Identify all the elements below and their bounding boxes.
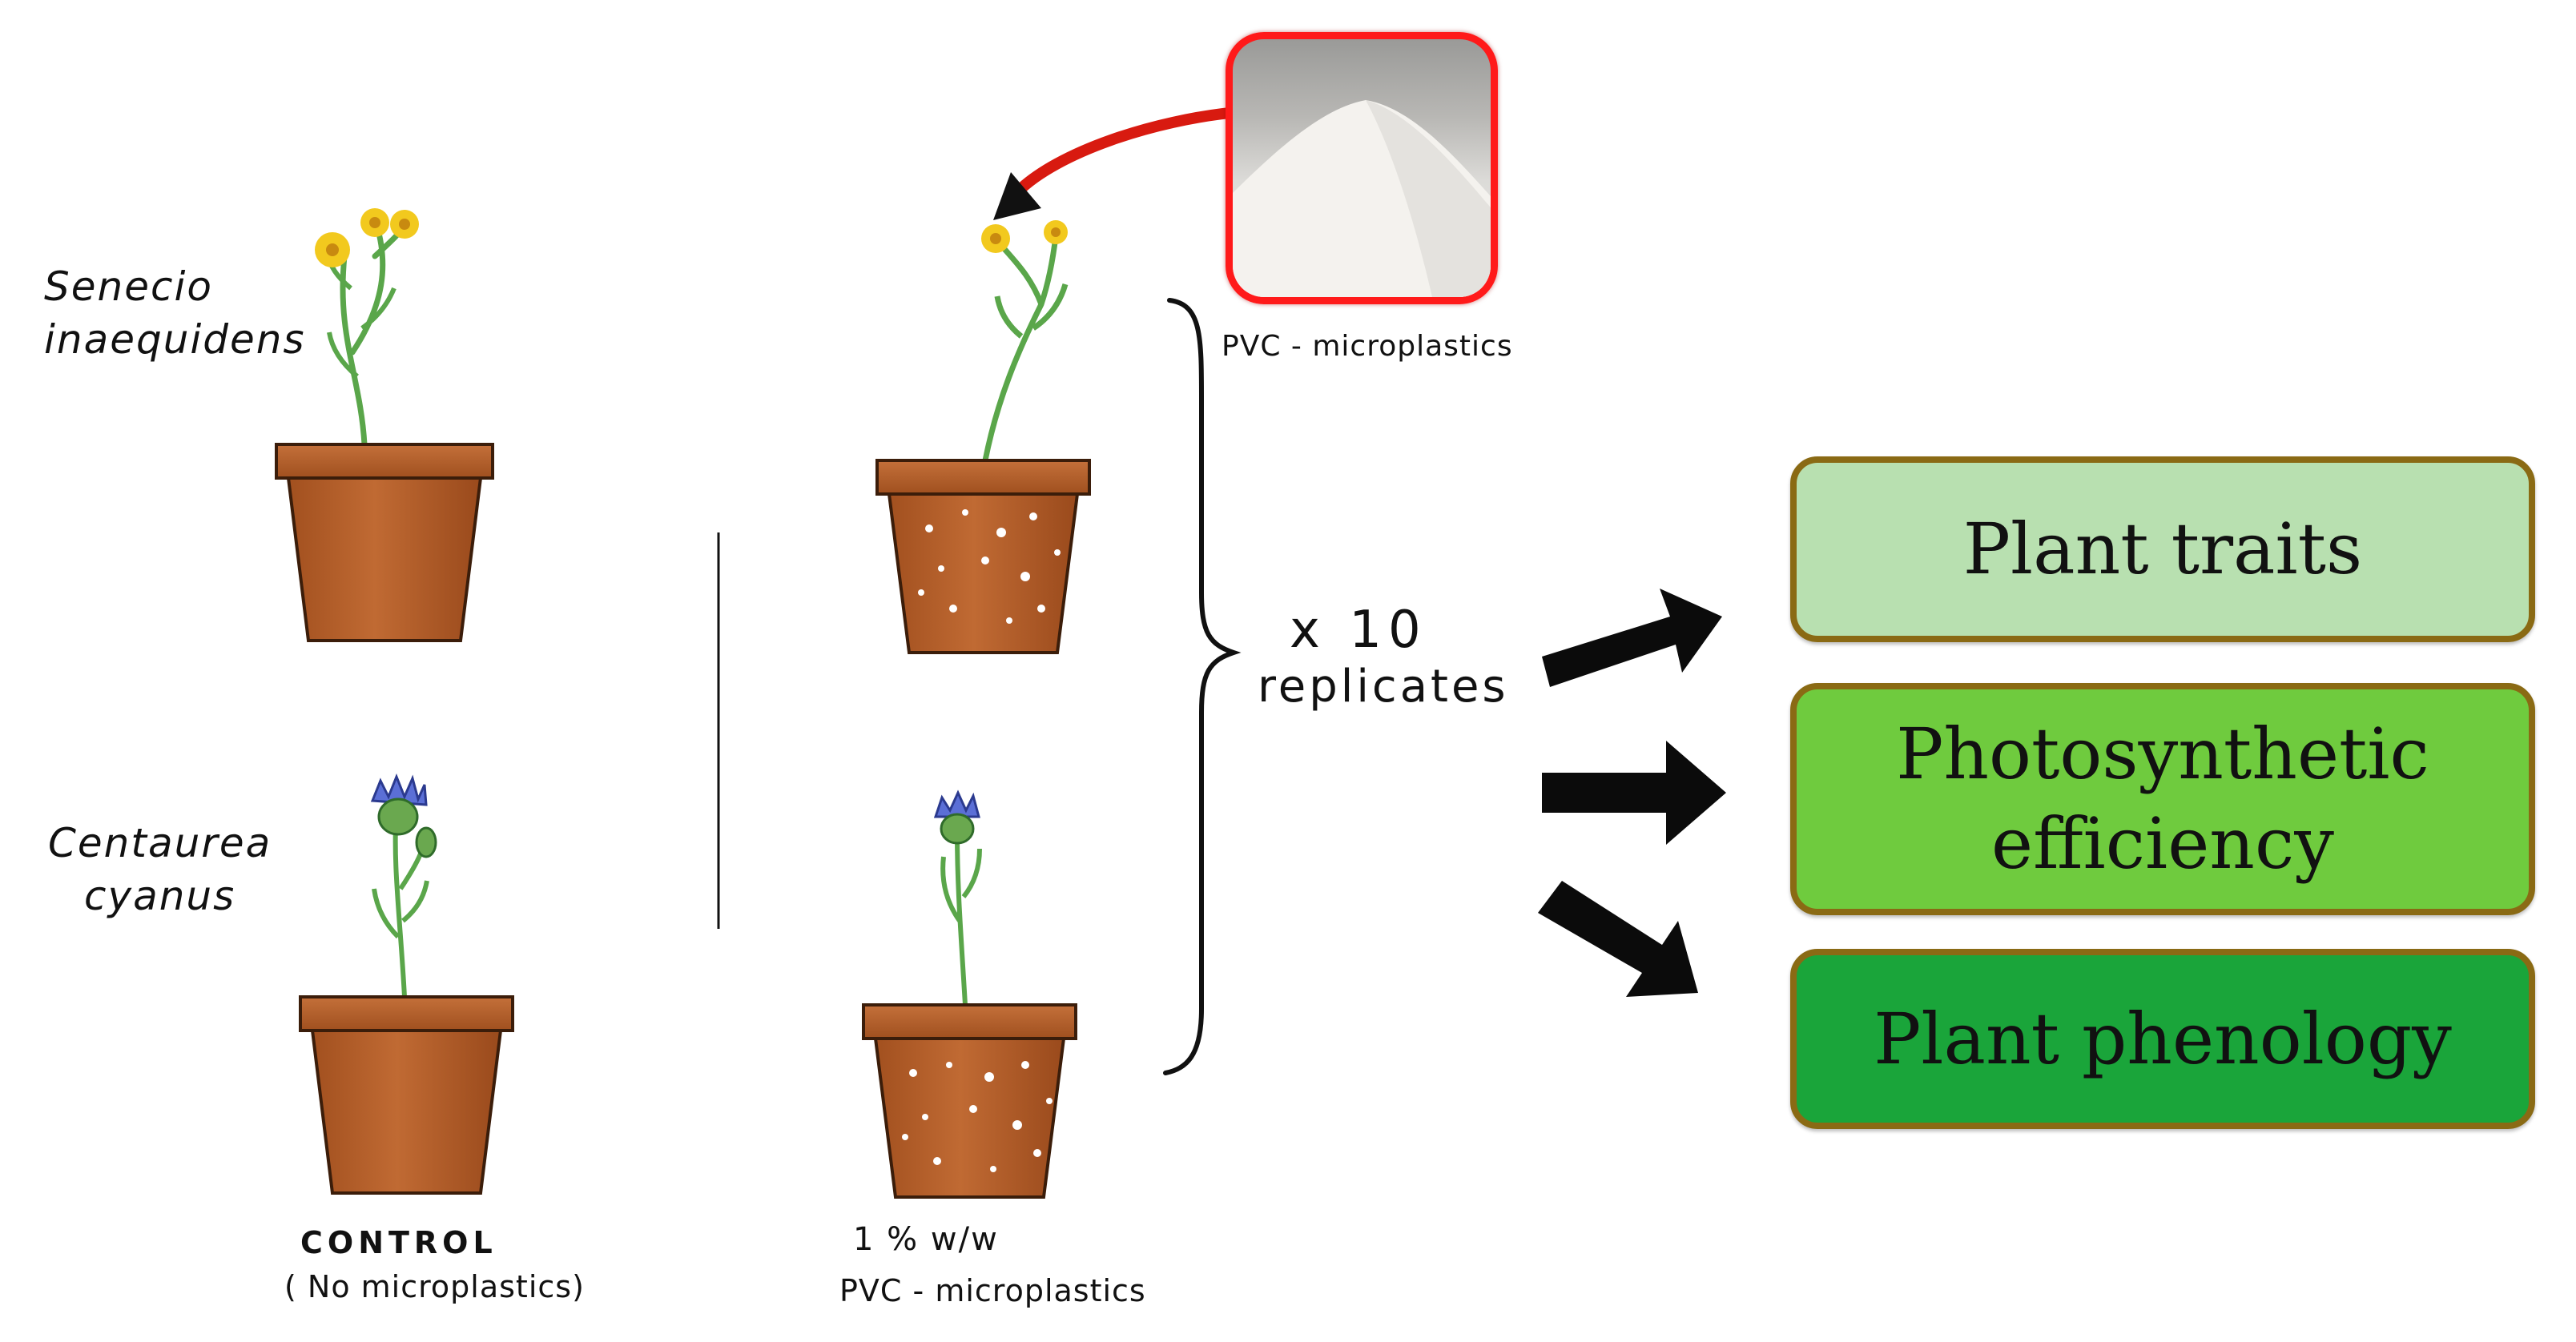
pot-body	[310, 1029, 503, 1195]
pot-body	[873, 1037, 1066, 1199]
pot-control-senecio	[275, 208, 494, 642]
pot-body	[887, 492, 1080, 654]
outcome-box-plant-phenology: Plant phenology	[1790, 949, 2535, 1129]
microplastic-particles	[918, 509, 1061, 624]
species-centaurea-line1: Centaurea	[48, 820, 272, 866]
replicate-count: x 10	[1290, 601, 1427, 660]
pvc-powder-image	[1226, 32, 1498, 304]
control-sublabel: ( No microplastics)	[284, 1269, 585, 1304]
species-senecio-line2: inaequidens	[44, 316, 306, 363]
species-centaurea-line2: cyanus	[84, 873, 236, 919]
outcome-label: Photosynthetic efficiency	[1896, 713, 2429, 885]
arrow-to-plant-traits	[1542, 589, 1722, 687]
outcome-box-plant-traits: Plant traits	[1790, 456, 2535, 642]
control-label: CONTROL	[300, 1225, 497, 1260]
pot-rim	[875, 459, 1091, 496]
pot-rim	[862, 1003, 1077, 1040]
pot-control-centaurea	[299, 773, 514, 1195]
pot-pvc-senecio	[875, 220, 1091, 654]
blue-flower-icon	[370, 773, 437, 858]
yellow-flower-icon	[315, 208, 419, 267]
yellow-flower-icon	[981, 220, 1068, 253]
species-label-senecio: Senecio inaequidens	[44, 260, 306, 366]
pot-rim	[299, 995, 514, 1032]
curly-brace-icon	[1163, 298, 1242, 1075]
pvc-microplastics-label-top: PVC - microplastics	[1222, 330, 1513, 363]
arrow-to-photosynthetic	[1542, 741, 1726, 845]
blue-flower-icon	[933, 790, 980, 845]
pot-pvc-centaurea	[862, 790, 1077, 1199]
outcome-box-photosynthetic-efficiency: Photosynthetic efficiency	[1790, 683, 2535, 915]
species-label-centaurea: Centaurea cyanus	[48, 817, 272, 922]
outcome-label: Plant traits	[1962, 508, 2363, 590]
replicate-label: replicates	[1258, 661, 1509, 713]
pvc-microplastics-label-bottom: PVC - microplastics	[839, 1273, 1146, 1308]
microplastic-particles	[902, 1061, 1053, 1172]
dose-label: 1 % w/w	[853, 1221, 999, 1258]
outcome-label: Plant phenology	[1874, 997, 2452, 1080]
pot-body	[286, 476, 483, 642]
stem	[332, 221, 408, 448]
red-curved-arrow-icon	[993, 106, 1243, 220]
pot-rim	[275, 443, 494, 480]
species-senecio-line1: Senecio	[44, 263, 213, 310]
arrow-to-phenology	[1538, 881, 1698, 997]
